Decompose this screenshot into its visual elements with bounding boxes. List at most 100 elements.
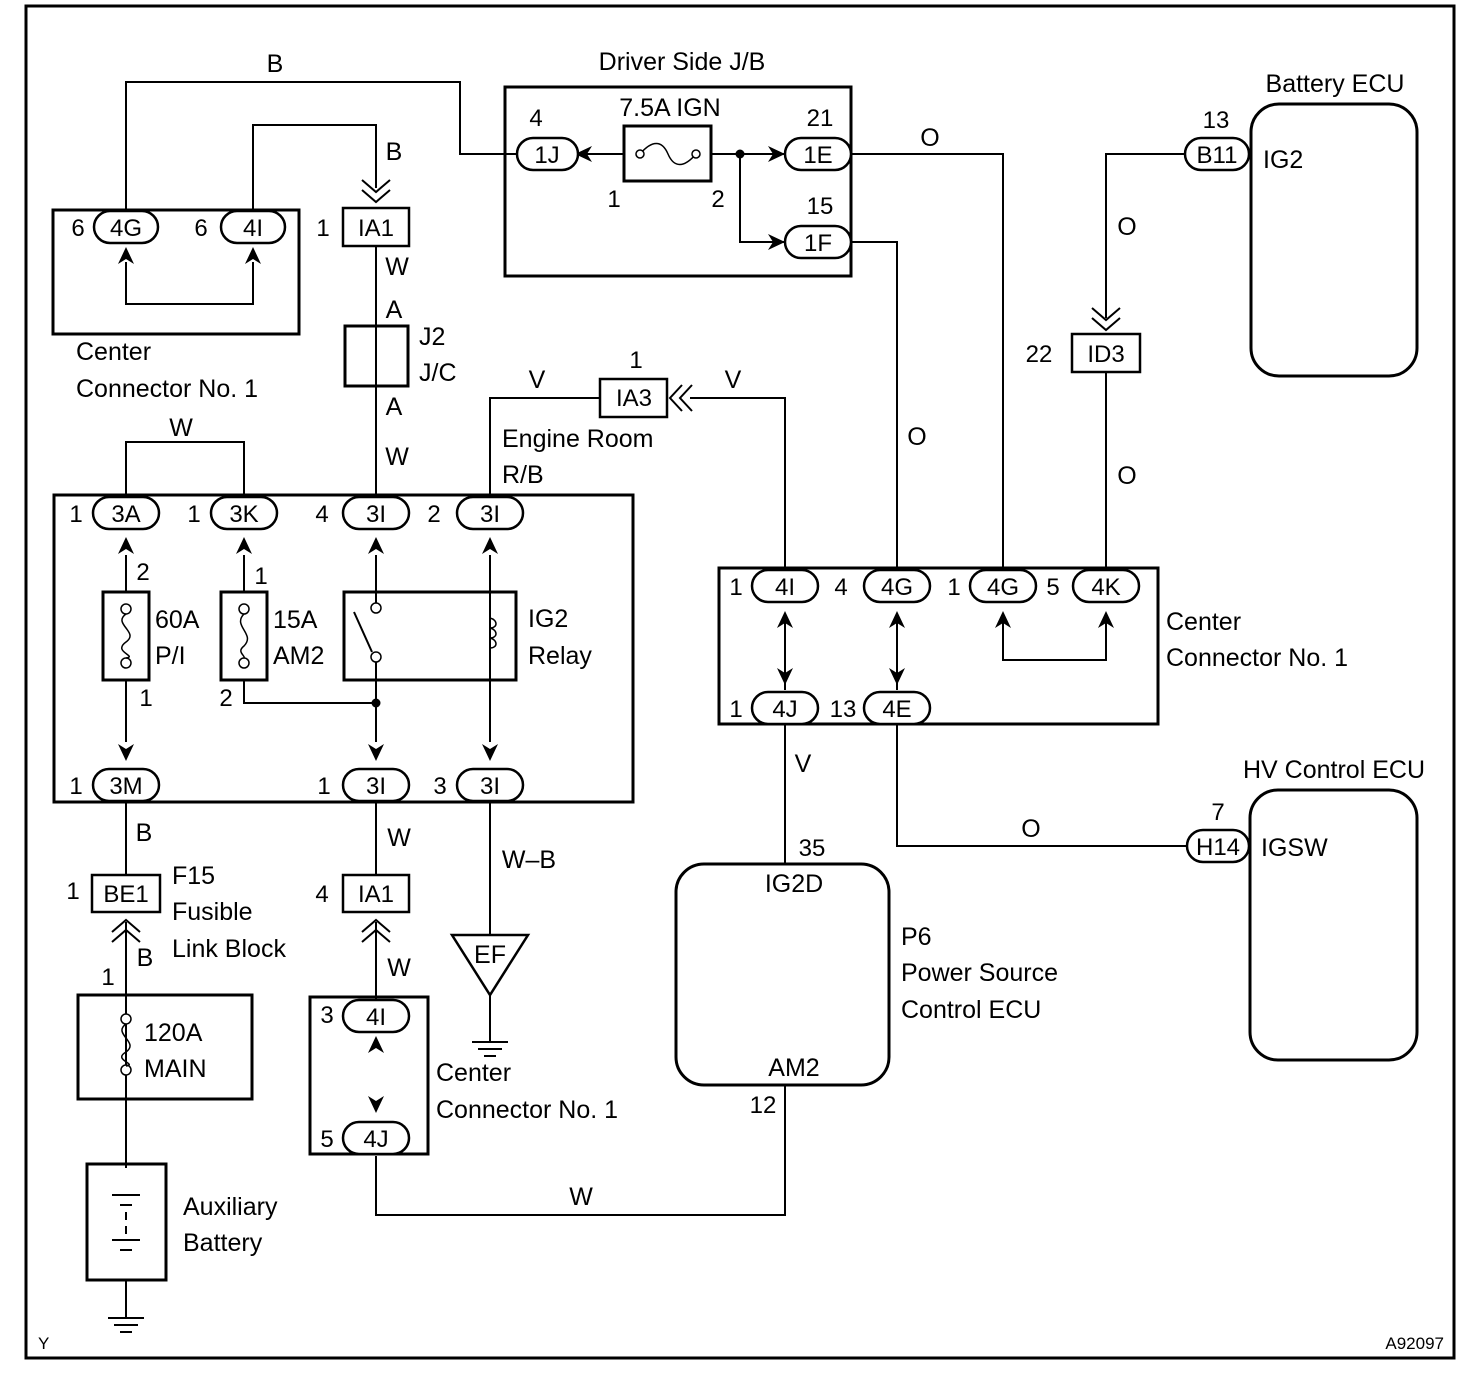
svg-text:4: 4 xyxy=(315,501,328,528)
svg-text:V: V xyxy=(725,366,742,394)
battery-ecu-label: Battery ECU xyxy=(1266,70,1405,98)
svg-text:O: O xyxy=(920,124,939,152)
conn-3I-1: 3I xyxy=(366,773,386,800)
connectors: 4G 4I IA1 1J 1E 1F B11 ID3 IA3 3A 3K 3I … xyxy=(90,136,1251,1156)
conn-4E: 4E xyxy=(882,696,911,723)
conn-3I-3: 3I xyxy=(480,773,500,800)
fuse-ign-label: 7.5A IGN xyxy=(619,94,720,122)
fuse-am2-name: AM2 xyxy=(273,642,324,670)
svg-text:1: 1 xyxy=(101,964,114,991)
center-connector-label-1b: Connector No. 1 xyxy=(76,375,258,403)
hv-ecu-label: HV Control ECU xyxy=(1243,756,1425,784)
conn-3I-4: 3I xyxy=(366,501,386,528)
jc-pin-bottom: A xyxy=(386,393,403,421)
conn-IA3: IA3 xyxy=(616,385,652,412)
svg-text:O: O xyxy=(907,423,926,451)
conn-BE1: BE1 xyxy=(103,881,148,908)
arrows xyxy=(111,146,1121,1113)
svg-text:13: 13 xyxy=(830,696,857,723)
engine-rb-label-1: Engine Room xyxy=(502,425,653,453)
battery-ecu-terminal: IG2 xyxy=(1263,146,1303,174)
conn-IA1-top: IA1 xyxy=(358,215,394,242)
ps-ecu-label-1: P6 xyxy=(901,923,932,951)
main-fuse-name: MAIN xyxy=(144,1055,207,1083)
svg-text:W: W xyxy=(387,824,411,852)
figure-code: A92097 xyxy=(1385,1334,1444,1353)
svg-text:B: B xyxy=(136,819,153,847)
svg-text:2: 2 xyxy=(136,559,149,586)
conn-4I-bottom: 4I xyxy=(366,1004,386,1031)
ps-ecu-label-2: Power Source xyxy=(901,959,1058,987)
footer-left-mark: Y xyxy=(38,1334,49,1353)
conn-ID3: ID3 xyxy=(1087,341,1124,368)
fuse-am2-amp: 15A xyxy=(273,606,318,634)
svg-text:7: 7 xyxy=(1211,799,1224,826)
fuse-pi-name: P/I xyxy=(155,642,186,670)
svg-text:V: V xyxy=(795,750,812,778)
svg-text:1: 1 xyxy=(69,773,82,800)
svg-text:6: 6 xyxy=(71,215,84,242)
conn-4J-right: 4J xyxy=(772,696,797,723)
svg-text:5: 5 xyxy=(320,1126,333,1153)
svg-text:2: 2 xyxy=(427,501,440,528)
ground-ef-label: EF xyxy=(474,941,506,969)
svg-text:1: 1 xyxy=(316,215,329,242)
svg-text:13: 13 xyxy=(1203,107,1230,134)
conn-1F: 1F xyxy=(804,230,832,257)
svg-text:1: 1 xyxy=(729,696,742,723)
conn-3M: 3M xyxy=(109,773,142,800)
svg-text:2: 2 xyxy=(711,186,724,213)
boxes xyxy=(51,85,1419,1282)
svg-text:35: 35 xyxy=(799,835,826,862)
svg-text:3: 3 xyxy=(433,773,446,800)
svg-text:4: 4 xyxy=(315,881,328,908)
svg-text:O: O xyxy=(1117,462,1136,490)
ps-ecu-label-3: Control ECU xyxy=(901,996,1041,1024)
pin-numbers: 6 6 1 4 1 2 21 15 13 22 1 1 1 4 2 2 1 1 … xyxy=(66,105,1229,1153)
svg-text:12: 12 xyxy=(750,1092,777,1119)
svg-text:B: B xyxy=(386,138,403,166)
conn-3K: 3K xyxy=(229,501,258,528)
svg-text:2: 2 xyxy=(219,685,232,712)
aux-battery-label-2: Battery xyxy=(183,1229,263,1257)
conn-4J-bottom: 4J xyxy=(363,1126,388,1153)
svg-text:15: 15 xyxy=(807,193,834,220)
svg-text:B: B xyxy=(137,944,154,972)
center-connector-label-1a: Center xyxy=(76,338,151,366)
svg-text:W: W xyxy=(387,954,411,982)
svg-text:1: 1 xyxy=(187,501,200,528)
svg-text:21: 21 xyxy=(807,105,834,132)
relay-label-1: IG2 xyxy=(528,605,568,633)
ps-ecu-terminal-am2: AM2 xyxy=(768,1054,819,1082)
svg-text:W: W xyxy=(169,414,193,442)
main-fuse-amp: 120A xyxy=(144,1019,203,1047)
svg-text:1: 1 xyxy=(139,685,152,712)
svg-text:4: 4 xyxy=(529,105,542,132)
wire-labels: B B W W W V V O O O O V O B W W–B B W W xyxy=(136,50,1137,1211)
svg-text:W: W xyxy=(569,1183,593,1211)
svg-text:W: W xyxy=(385,253,409,281)
svg-text:V: V xyxy=(529,366,546,394)
fusible-label-3: Link Block xyxy=(172,935,286,963)
conn-4I-left: 4I xyxy=(243,215,263,242)
svg-text:W–B: W–B xyxy=(502,846,556,874)
hv-ecu-terminal: IGSW xyxy=(1261,834,1328,862)
conn-4G-left: 4G xyxy=(110,215,142,242)
fusible-label-1: F15 xyxy=(172,862,215,890)
svg-text:1: 1 xyxy=(66,878,79,905)
svg-text:1: 1 xyxy=(69,501,82,528)
center-connector-label-3a: Center xyxy=(436,1059,511,1087)
svg-text:1: 1 xyxy=(254,563,267,590)
fusible-label-2: Fusible xyxy=(172,898,253,926)
svg-text:O: O xyxy=(1117,213,1136,241)
driver-jb-label: Driver Side J/B xyxy=(599,48,766,76)
page-frame xyxy=(24,4,1456,1360)
svg-text:O: O xyxy=(1021,815,1040,843)
svg-text:1: 1 xyxy=(629,347,642,374)
svg-text:5: 5 xyxy=(1046,574,1059,601)
svg-text:1: 1 xyxy=(947,574,960,601)
center-connector-label-3b: Connector No. 1 xyxy=(436,1096,618,1124)
conn-4G-right-1: 4G xyxy=(881,574,913,601)
engine-rb-label-2: R/B xyxy=(502,461,544,489)
